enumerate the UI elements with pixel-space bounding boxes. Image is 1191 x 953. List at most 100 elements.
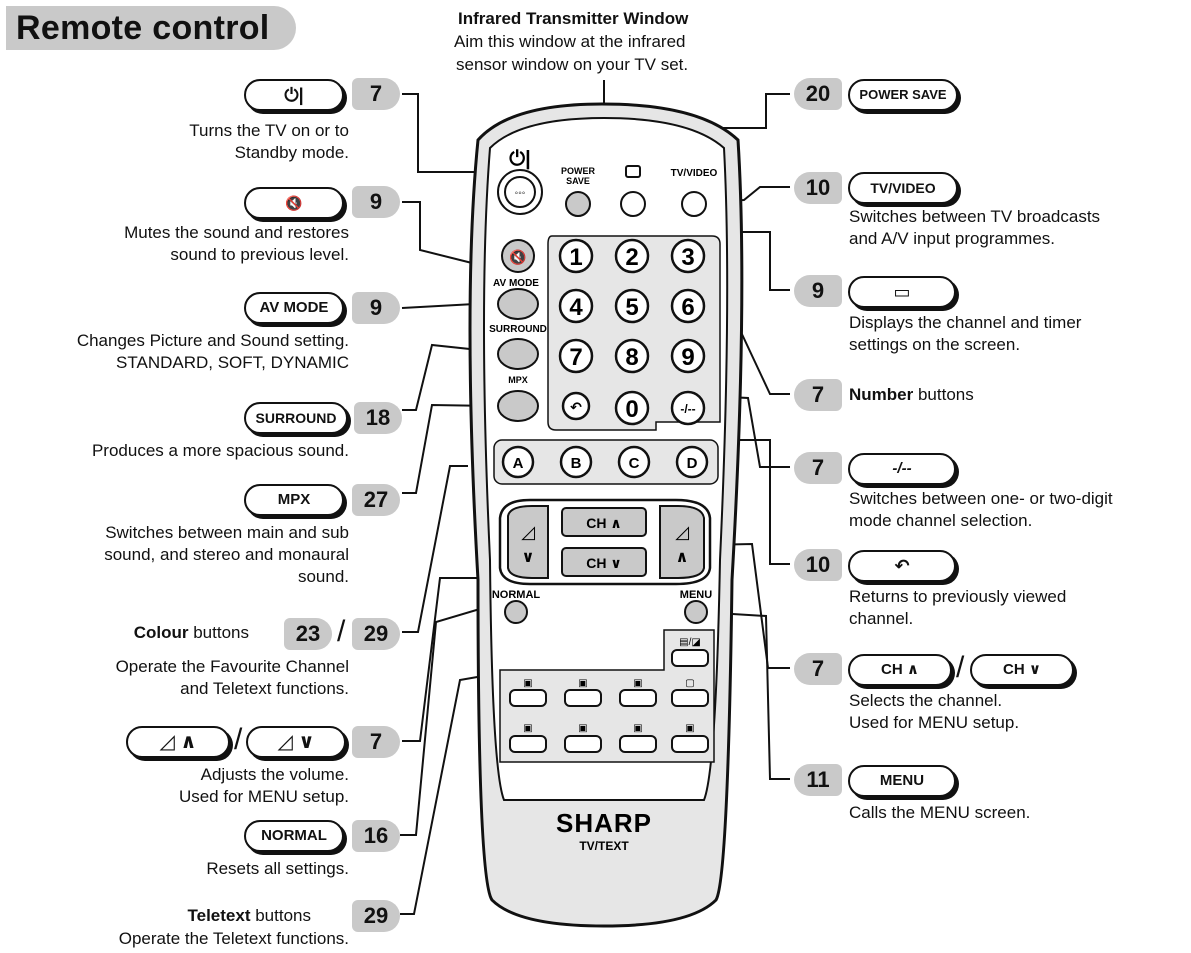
mpx-page-badge: 27	[352, 484, 400, 516]
menu-keycap: MENU	[848, 765, 956, 797]
channel-down-keycap: CH ∨	[970, 654, 1074, 686]
slash-separator: /	[337, 615, 346, 648]
svg-text:3: 3	[681, 244, 694, 271]
number-page-badge: 7	[794, 379, 842, 411]
surround-desc-1: Produces a more spacious sound.	[91, 441, 349, 460]
mute-desc-1: Mutes the sound and restores	[124, 223, 349, 242]
volume-desc-1: Adjusts the volume.	[200, 765, 349, 784]
svg-text:POWER: POWER	[561, 166, 596, 176]
display-page-badge: 9	[794, 275, 842, 307]
mute-page-badge: 9	[352, 186, 400, 218]
svg-text:SAVE: SAVE	[566, 176, 590, 186]
surround-page-badge: 18	[354, 402, 402, 434]
svg-text:CH ∧: CH ∧	[586, 515, 621, 531]
channel-page-badge: 7	[794, 653, 842, 685]
volume-up-keycap: ◿ ∧	[126, 726, 230, 758]
page-title: Remote control	[16, 9, 270, 47]
tv-video-page-badge: 10	[794, 172, 842, 204]
display-desc-1: Displays the channel and timer	[849, 313, 1082, 332]
display-desc-2: settings on the screen.	[849, 335, 1021, 354]
normal-keycap: NORMAL	[244, 820, 344, 852]
av-mode-page-badge: 9	[352, 292, 400, 324]
svg-text:MPX: MPX	[508, 375, 528, 385]
svg-text:⏻|: ⏻|	[509, 148, 530, 170]
flashback-keycap: ↶	[848, 550, 956, 582]
svg-text:🔇: 🔇	[509, 249, 526, 266]
tv-video-desc-2: and A/V input programmes.	[849, 229, 1056, 248]
tv-video-keycap: TV/VIDEO	[848, 172, 958, 204]
mpx-keycap: MPX	[244, 484, 344, 516]
colour-label: Colour buttons	[133, 623, 249, 642]
digit-keycap: -/--	[848, 453, 956, 485]
normal-page-badge: 16	[352, 820, 400, 852]
svg-text:▣: ▣	[633, 723, 642, 734]
flashback-desc-1: Returns to previously viewed	[849, 587, 1067, 606]
colour-page-badge-1: 23	[284, 618, 332, 650]
svg-text:▣: ▣	[685, 723, 694, 734]
svg-text:TV/VIDEO: TV/VIDEO	[671, 168, 718, 179]
flashback-desc-2: channel.	[849, 609, 914, 628]
svg-text:▣: ▣	[578, 678, 587, 689]
colour-keys: A B C D	[501, 445, 709, 479]
title-background	[6, 6, 296, 50]
svg-text:MENU: MENU	[680, 589, 712, 601]
svg-text:▣: ▣	[578, 723, 587, 734]
svg-text:SURROUND: SURROUND	[489, 324, 547, 335]
av-mode-desc-2: STANDARD, SOFT, DYNAMIC	[116, 353, 349, 372]
power-page-badge: 7	[352, 78, 400, 110]
mpx-desc-3: sound.	[297, 567, 349, 586]
svg-text:1: 1	[569, 244, 582, 271]
teletext-keys	[509, 649, 709, 753]
volume-page-badge: 7	[352, 726, 400, 758]
slash-separator: /	[234, 723, 243, 756]
svg-text:6: 6	[681, 294, 694, 321]
svg-text:∧: ∧	[676, 549, 689, 566]
svg-text:▣: ▣	[523, 678, 532, 689]
svg-text:C: C	[629, 455, 640, 472]
menu-desc-1: Calls the MENU screen.	[849, 803, 1031, 822]
mpx-desc-1: Switches between main and sub	[105, 523, 349, 542]
volume-down-keycap: ◿ ∨	[246, 726, 346, 758]
svg-text:▣: ▣	[633, 678, 642, 689]
tv-video-desc-1: Switches between TV broadcasts	[849, 207, 1101, 226]
colour-page-badge-2: 29	[352, 618, 400, 650]
svg-text:▤/◪: ▤/◪	[679, 637, 701, 648]
mute-keycap: 🔇	[244, 187, 344, 219]
surround-keycap: SURROUND	[244, 402, 348, 434]
svg-text:SHARP: SHARP	[556, 808, 652, 838]
colour-desc-1: Operate the Favourite Channel	[115, 657, 349, 676]
ir-window-line2: sensor window on your TV set.	[456, 55, 689, 74]
power-save-keycap: POWER SAVE	[848, 79, 958, 111]
digit-page-badge: 7	[794, 452, 842, 484]
teletext-label: Teletext buttons	[187, 906, 312, 925]
svg-text:AV MODE: AV MODE	[493, 278, 539, 289]
digit-desc-2: mode channel selection.	[849, 511, 1033, 530]
av-mode-keycap: AV MODE	[244, 292, 344, 324]
menu-page-badge: 11	[794, 764, 842, 796]
svg-text:4: 4	[569, 294, 583, 321]
ir-window-line1: Aim this window at the infrared	[454, 32, 686, 51]
ir-window-heading: Infrared Transmitter Window	[458, 9, 689, 28]
svg-text:D: D	[687, 455, 698, 472]
svg-text:▢: ▢	[685, 678, 694, 689]
svg-text:NORMAL: NORMAL	[492, 589, 541, 601]
slash-separator: /	[956, 651, 965, 684]
teletext-desc-1: Operate the Teletext functions.	[118, 929, 349, 948]
svg-text:8: 8	[625, 344, 638, 371]
mpx-desc-2: sound, and stereo and monaural	[104, 545, 349, 564]
svg-text:CH ∨: CH ∨	[586, 555, 621, 571]
svg-text:B: B	[571, 455, 582, 472]
svg-text:◿: ◿	[675, 522, 689, 542]
power-save-page-badge: 20	[794, 78, 842, 110]
svg-text:◿: ◿	[521, 522, 535, 542]
number-keys: 1 2 3 4 5 6 7 8 9 ↶ 0 -/--	[558, 238, 706, 426]
flashback-page-badge: 10	[794, 549, 842, 581]
volume-desc-2: Used for MENU setup.	[178, 787, 349, 806]
display-keycap: ▭	[848, 276, 956, 308]
number-label: Number buttons	[849, 385, 974, 404]
mute-desc-2: sound to previous level.	[170, 245, 349, 264]
teletext-page-badge: 29	[352, 900, 400, 932]
svg-text:↶: ↶	[570, 399, 582, 415]
svg-text:2: 2	[625, 244, 638, 271]
svg-text:∨: ∨	[522, 549, 535, 566]
